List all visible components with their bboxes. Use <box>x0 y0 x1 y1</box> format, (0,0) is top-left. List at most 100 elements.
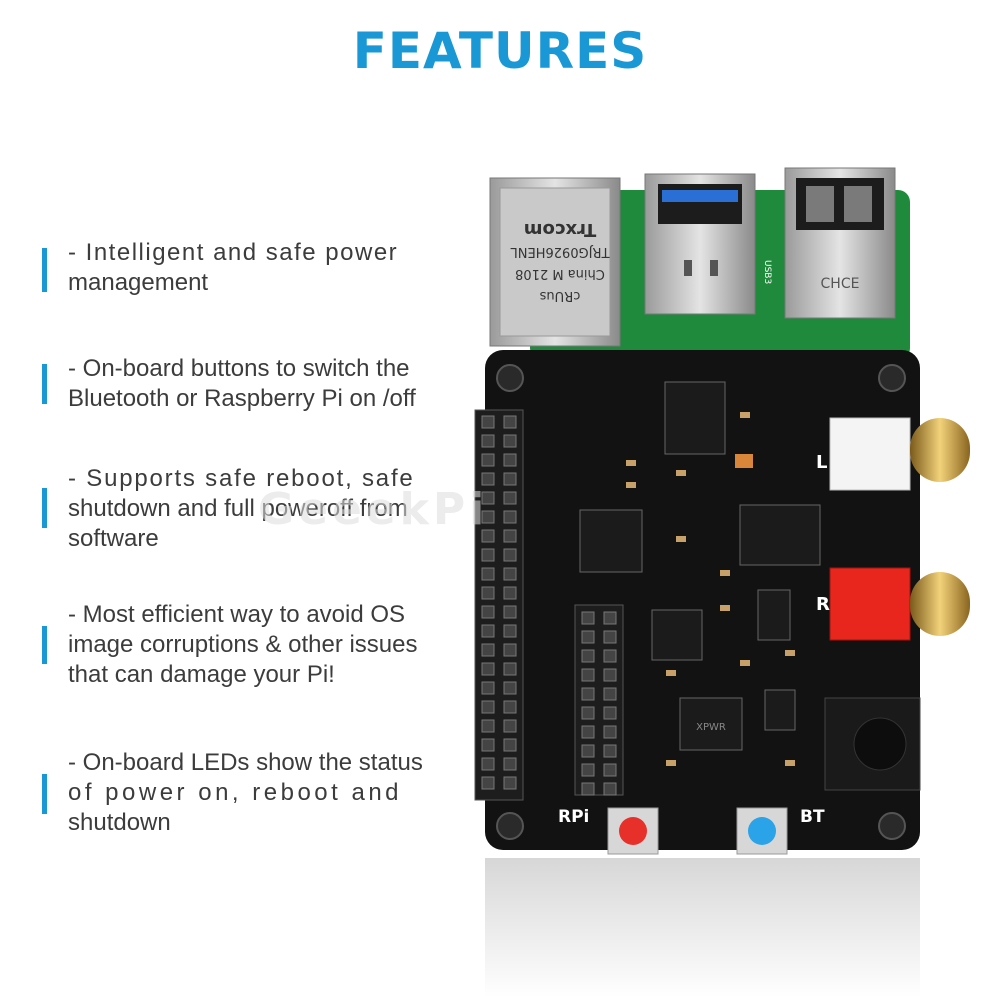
feature-text: - Supports safe reboot, safe shutdown an… <box>68 465 415 552</box>
header-pin <box>503 491 517 505</box>
header-pin <box>481 548 495 562</box>
header-pin <box>503 776 517 790</box>
header-pin <box>603 687 617 701</box>
header-pin <box>603 782 617 796</box>
header-pin <box>481 624 495 638</box>
gpio-pins <box>481 415 517 790</box>
header-pin <box>503 643 517 657</box>
mount-hole-bl <box>496 812 524 840</box>
header-pin <box>503 472 517 486</box>
feature-accent-bar <box>42 626 47 664</box>
header-pin <box>503 453 517 467</box>
eth-label-3: TRJG0926HENL <box>510 244 611 259</box>
header-pin <box>603 649 617 663</box>
header-pin <box>503 529 517 543</box>
feature-text: - Intelligent and safe power management <box>68 239 399 296</box>
header-pin <box>603 630 617 644</box>
chip-right <box>739 504 821 566</box>
feature-accent-bar <box>42 774 47 814</box>
brand-watermark: GeeekPi <box>258 484 489 535</box>
hat-board-illustration: cRUus China M 2108 TRJG0926HENL Trxcom U… <box>440 150 1000 1000</box>
header-pin <box>503 757 517 771</box>
bt-power-button[interactable] <box>748 817 776 845</box>
rca-right-jack <box>910 572 970 636</box>
header-pin <box>503 662 517 676</box>
eth-label-1: cRUus <box>539 288 580 303</box>
header-pin <box>581 744 595 758</box>
header-pin <box>481 567 495 581</box>
label-rpi: RPi <box>558 807 589 827</box>
usb2-label: CHCE <box>821 276 860 292</box>
mount-hole-br <box>878 812 906 840</box>
feature-item-4: - Most efficient way to avoid OS image c… <box>42 600 442 692</box>
header-pin <box>481 643 495 657</box>
header-pin <box>603 744 617 758</box>
header-pin <box>503 510 517 524</box>
feature-text: - On-board LEDs show the status of power… <box>68 749 423 836</box>
header-pin <box>503 548 517 562</box>
header-pin <box>481 529 495 543</box>
chip-mid <box>651 609 703 661</box>
eth-label-2: China M 2108 <box>515 266 605 281</box>
chip-label: XPWR <box>696 722 726 733</box>
header-pin <box>481 605 495 619</box>
feature-item-3: - Supports safe reboot, safe shutdown an… <box>42 464 442 556</box>
header-pin <box>581 782 595 796</box>
header-pin <box>481 434 495 448</box>
chip-left <box>579 509 643 573</box>
rpi-power-button[interactable] <box>619 817 647 845</box>
header-pin <box>481 738 495 752</box>
header-pin <box>503 681 517 695</box>
header-pin <box>481 586 495 600</box>
header-pin <box>503 700 517 714</box>
header-pin <box>481 415 495 429</box>
board-reflection <box>485 858 920 998</box>
label-r: R <box>816 594 830 615</box>
header-pin <box>581 668 595 682</box>
header-pin <box>503 738 517 752</box>
header-pin <box>603 668 617 682</box>
feature-accent-bar <box>42 248 47 292</box>
feature-item-2: - On-board buttons to switch the Bluetoo… <box>42 354 442 416</box>
header-pin <box>481 510 495 524</box>
header-pin <box>581 611 595 625</box>
rca-left-housing <box>829 417 911 491</box>
rca-left-jack <box>910 418 970 482</box>
header-pin <box>481 757 495 771</box>
header-pin <box>581 649 595 663</box>
feature-accent-bar <box>42 364 47 404</box>
header-pin <box>481 472 495 486</box>
mount-hole-tl <box>496 364 524 392</box>
header-pin <box>503 605 517 619</box>
header-pin <box>503 434 517 448</box>
header-pin <box>481 491 495 505</box>
header-pin <box>581 630 595 644</box>
feature-text: - Most efficient way to avoid OS image c… <box>68 601 418 688</box>
eth-label-4: Trxcom <box>524 219 597 240</box>
rca-right-housing <box>829 567 911 641</box>
board-svg: cRUus China M 2108 TRJG0926HENL Trxcom U… <box>474 167 970 998</box>
header-pin <box>481 453 495 467</box>
mount-hole-tr <box>878 364 906 392</box>
header-pin <box>581 706 595 720</box>
header-pin <box>481 719 495 733</box>
header-pin <box>503 719 517 733</box>
header-pin <box>603 725 617 739</box>
label-bt: BT <box>800 807 825 827</box>
header-pin <box>503 567 517 581</box>
header-pin <box>581 687 595 701</box>
header-pin <box>503 624 517 638</box>
usb3-label: USB3 <box>762 260 772 284</box>
header-pin <box>603 611 617 625</box>
chip-top <box>664 381 726 455</box>
header-pin <box>481 662 495 676</box>
chip-xpwr <box>679 697 743 751</box>
header-pin <box>481 681 495 695</box>
header-pin <box>603 763 617 777</box>
feature-text: - On-board buttons to switch the Bluetoo… <box>68 355 416 412</box>
header-pin <box>581 725 595 739</box>
header-pin <box>503 586 517 600</box>
label-l: L <box>816 452 827 473</box>
header-pin <box>603 706 617 720</box>
header-pin <box>581 763 595 777</box>
